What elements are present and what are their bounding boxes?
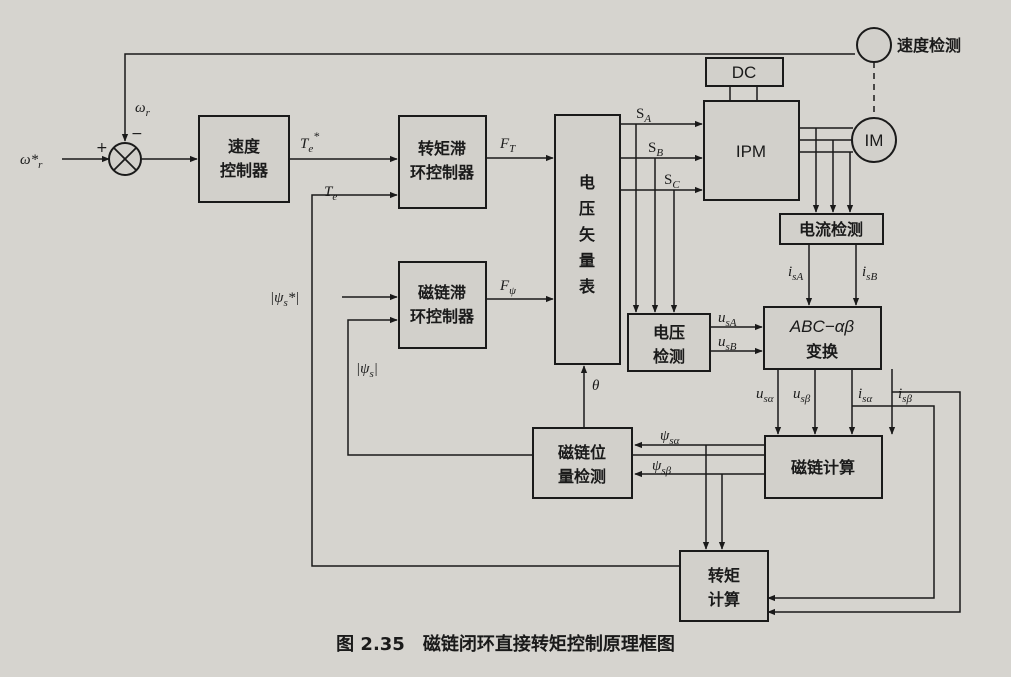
- signal-wr-ref: ω*r: [20, 152, 43, 171]
- current-detect-label: 电流检测: [799, 220, 863, 239]
- torque-hysteresis-label-2: 环控制器: [410, 163, 475, 182]
- speed-controller-label-2: 控制器: [220, 161, 269, 180]
- current-detect-block: 电流检测: [779, 213, 884, 245]
- signal-isb: isB: [862, 264, 877, 283]
- signal-labels: ω*r ωr Te* Te FT Fψ |ψs*| |ψs| SA SB SC …: [20, 100, 912, 477]
- signal-psi-beta: ψsβ: [652, 458, 672, 477]
- abc-transform-block: ABC−αβ 变换: [763, 306, 882, 370]
- voltage-detect-label-2: 检测: [653, 347, 685, 366]
- torque-hysteresis-label-1: 转矩滞: [418, 139, 466, 158]
- flux-hysteresis-label-1: 磁链滞: [418, 283, 466, 302]
- signal-usb: usB: [718, 334, 737, 353]
- signal-fpsi: Fψ: [499, 278, 516, 297]
- signal-sa: SA: [636, 106, 651, 125]
- vv-table-char-5: 表: [578, 277, 596, 296]
- voltage-detect-label-1: 电压: [653, 323, 685, 342]
- torque-hysteresis-block: 转矩滞 环控制器: [398, 115, 487, 209]
- abc-transform-label-1: ABC−αβ: [789, 317, 855, 336]
- torque-calc-label-1: 转矩: [708, 566, 740, 585]
- signal-sc: SC: [664, 172, 680, 191]
- signal-sb: SB: [648, 140, 663, 159]
- flux-hysteresis-block: 磁链滞 环控制器: [398, 261, 487, 349]
- junction-plus-sign: +: [96, 140, 108, 156]
- signal-theta: θ: [592, 378, 600, 394]
- torque-calc-block: 转矩 计算: [679, 550, 769, 622]
- flux-position-label-1: 磁链位: [558, 443, 606, 462]
- dc-label: DC: [732, 63, 757, 82]
- flux-position-block: 磁链位 量检测: [532, 427, 633, 499]
- speed-detect-label: 速度检测: [897, 36, 961, 55]
- signal-i-alpha: isα: [858, 386, 872, 405]
- vv-table-char-2: 压: [579, 199, 595, 218]
- vv-table-char-4: 量: [579, 251, 595, 270]
- figure-number: 图 2.35: [336, 634, 405, 655]
- signal-ft: FT: [499, 136, 516, 155]
- signal-u-alpha: usα: [756, 386, 774, 405]
- ipm-block: IPM: [703, 100, 800, 201]
- summing-junction: + −: [96, 126, 143, 176]
- flux-hysteresis-label-2: 环控制器: [410, 307, 475, 326]
- voltage-detect-block: 电压 检测: [627, 313, 711, 372]
- signal-psi-alpha: ψsα: [660, 428, 680, 447]
- wires: [62, 53, 961, 616]
- signal-u-beta: usβ: [793, 386, 811, 405]
- junction-minus-sign: −: [131, 126, 143, 142]
- abc-transform-label-2: 变换: [806, 342, 839, 361]
- flux-calc-label: 磁链计算: [791, 458, 855, 477]
- signal-wr: ωr: [135, 100, 151, 119]
- speed-controller-label-1: 速度: [228, 137, 261, 156]
- dc-block: DC: [705, 57, 784, 87]
- torque-calc-label-2: 计算: [708, 590, 740, 609]
- vv-table-char-3: 矢: [579, 225, 596, 244]
- flux-calc-block: 磁链计算: [764, 435, 883, 499]
- signal-isa: isA: [788, 264, 803, 283]
- figure-caption: 图 2.35 磁链闭环直接转矩控制原理框图: [0, 630, 1011, 656]
- ipm-label: IPM: [736, 142, 766, 161]
- im-motor: IM: [851, 117, 897, 163]
- signal-te-ref: Te*: [300, 129, 319, 155]
- speed-sensor: 速度检测: [856, 27, 961, 63]
- voltage-vector-table-block: 电 压 矢 量 表: [554, 114, 621, 365]
- im-label: IM: [865, 131, 884, 150]
- dtc-block-diagram: 速度 控制器 转矩滞 环控制器 磁链滞 环控制器 电 压 矢 量 表 DC IP…: [20, 27, 961, 622]
- signal-psi-fb: |ψs|: [356, 361, 378, 380]
- signal-usa: usA: [718, 310, 737, 329]
- signal-psi-ref: |ψs*|: [270, 290, 299, 309]
- signal-i-beta: isβ: [898, 386, 912, 405]
- signal-te: Te: [324, 184, 337, 203]
- figure-title: 磁链闭环直接转矩控制原理框图: [422, 634, 675, 655]
- flux-position-label-2: 量检测: [558, 467, 606, 486]
- speed-controller-block: 速度 控制器: [198, 115, 290, 203]
- vv-table-char-1: 电: [579, 173, 595, 192]
